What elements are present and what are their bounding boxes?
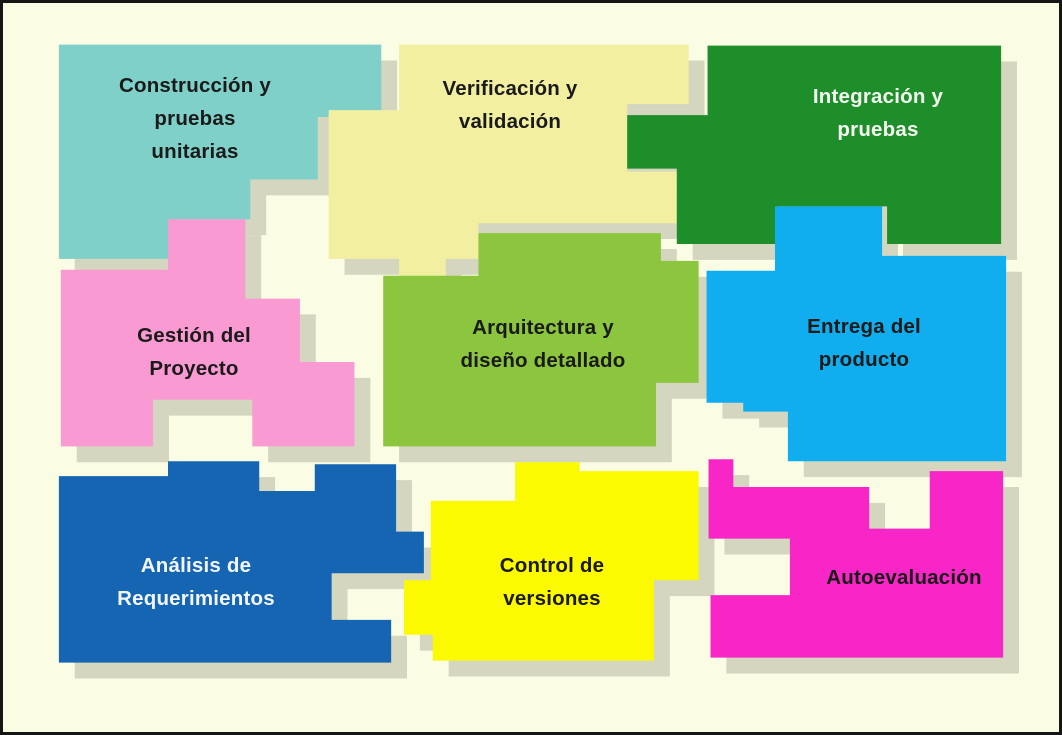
piece-verificacion-shape — [328, 44, 689, 293]
piece-arquitectura-shape — [383, 233, 699, 447]
piece-entrega-shape — [706, 206, 1007, 462]
piece-autoevaluacion-shape — [708, 459, 1004, 658]
piece-construccion-shape — [58, 44, 382, 259]
piece-layer — [58, 44, 1007, 663]
piece-control-shape — [404, 462, 699, 661]
piece-integracion-shape — [627, 45, 1002, 245]
piece-gestion-shape — [60, 219, 355, 447]
puzzle-shapes-svg — [58, 44, 1022, 679]
piece-analisis-shape — [58, 461, 424, 663]
